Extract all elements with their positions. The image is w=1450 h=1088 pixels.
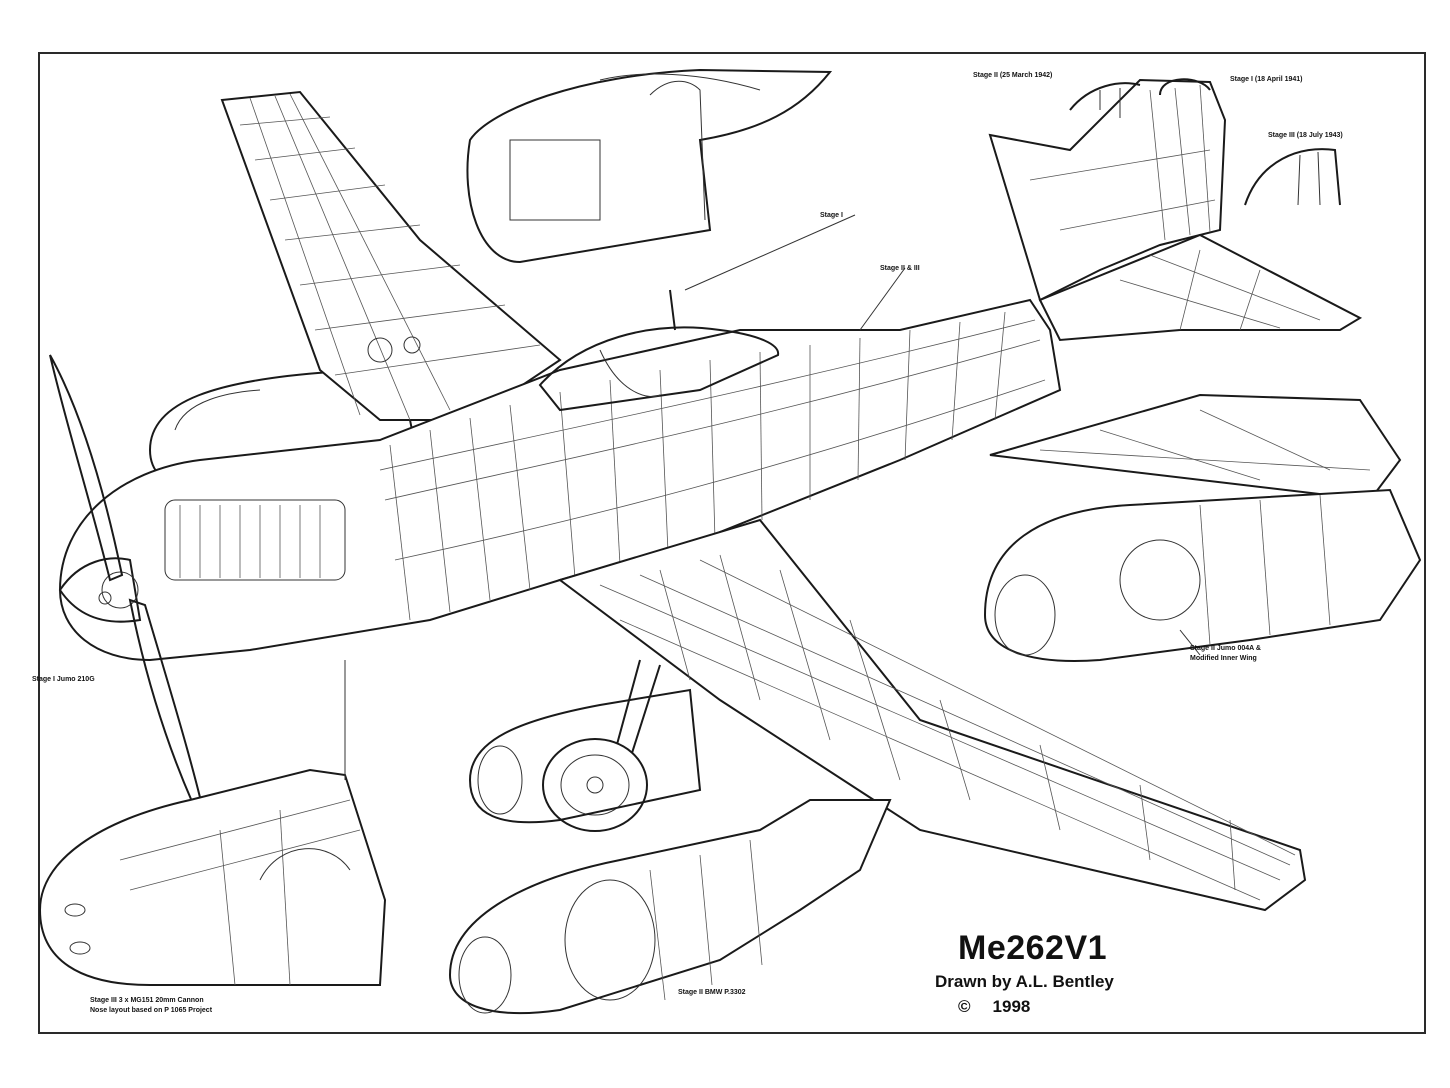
nose-engine: [58, 499, 346, 623]
label-cannon-line2: Nose layout based on P 1065 Project: [90, 1007, 213, 1014]
label-stage-i-date: Stage I (18 April 1941): [1230, 76, 1303, 83]
label-stage-ii-jumo-line1: Stage II Jumo 004A &: [1190, 645, 1261, 652]
stage-fin-profiles: [1069, 82, 1341, 206]
tail: [988, 78, 1363, 342]
copyright-year: 1998: [992, 997, 1031, 1016]
fuselage: [58, 289, 1062, 662]
drawing-credit: Drawn by A.L. Bentley: [935, 972, 1114, 991]
label-stage-ii-jumo-line2: Modified Inner Wing: [1190, 655, 1257, 662]
label-stage-ii-bmw: Stage II BMW P.3302: [678, 989, 746, 996]
inset-bmw-engine: [448, 799, 892, 1014]
label-stage-i-engine: Stage I Jumo 210G: [32, 676, 95, 683]
inset-gun-nose: [38, 768, 387, 986]
upper-wing: [220, 90, 562, 421]
leader-lines: [344, 214, 1201, 780]
label-stage-ii-iii: Stage II & III: [880, 265, 920, 272]
label-cannon-line1: Stage III 3 x MG151 20mm Cannon: [90, 997, 204, 1004]
rear-nacelle-lower: [468, 688, 702, 824]
label-stage-iii-date: Stage III (18 July 1943): [1268, 132, 1343, 139]
copyright-line: © 1998: [958, 997, 1030, 1017]
drawing-title: Me262V1: [958, 929, 1108, 967]
label-stage-ii-date: Stage II (25 March 1942): [973, 72, 1053, 79]
copyright-symbol: ©: [958, 997, 971, 1016]
inset-cockpit: [466, 68, 833, 264]
label-stage-i: Stage I: [820, 212, 843, 219]
lower-wing: [557, 518, 1307, 912]
inset-jumo-004: [983, 393, 1422, 662]
landing-gear: [542, 659, 661, 832]
